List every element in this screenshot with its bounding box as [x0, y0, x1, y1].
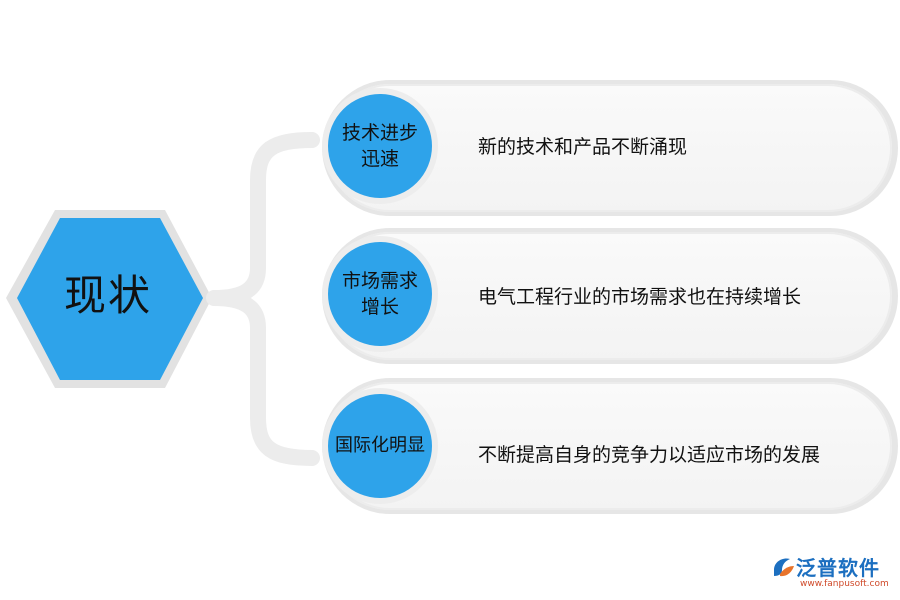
item-circle: 国际化明显: [322, 388, 438, 504]
brand-url: www.fanpusoft.com: [800, 579, 889, 589]
item-description: 新的技术和产品不断涌现: [478, 136, 688, 158]
center-label: 现状: [63, 271, 152, 320]
fanpu-logo-icon: [774, 558, 794, 577]
item-title: 国际化明显: [328, 394, 432, 498]
item-title-line: 增长: [360, 296, 399, 318]
item-description: 不断提高自身的竞争力以适应市场的发展: [478, 444, 821, 466]
item-title-line: 市场需求: [341, 270, 418, 292]
item-title-line: 技术进步: [341, 122, 418, 144]
brand-name: 泛普软件: [796, 556, 880, 580]
item-description: 电气工程行业的市场需求也在持续增长: [478, 286, 802, 308]
curly-brace: [206, 132, 320, 466]
center-hexagon: [17, 218, 203, 380]
item-title: 技术进步 迅速: [328, 94, 432, 198]
item-circle: 技术进步 迅速: [322, 88, 438, 204]
item-title: 市场需求 增长: [328, 242, 432, 346]
item-title-line: 国际化明显: [335, 435, 425, 456]
item-circle: 市场需求 增长: [322, 236, 438, 352]
item-title-line: 迅速: [360, 148, 399, 170]
brand-watermark: 泛普软件 www.fanpusoft.com: [770, 552, 894, 592]
